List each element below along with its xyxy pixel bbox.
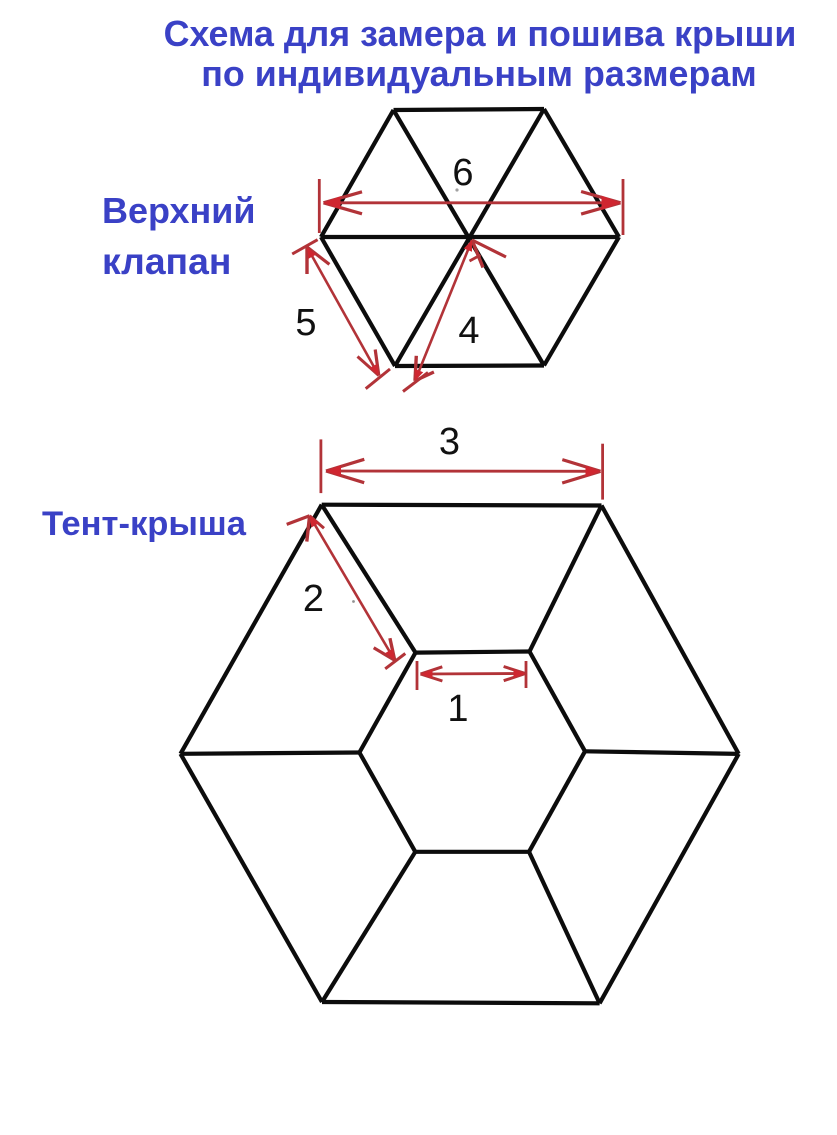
svg-text:5: 5: [295, 302, 316, 344]
svg-text:3: 3: [439, 421, 460, 463]
svg-text:4: 4: [458, 310, 479, 352]
svg-text:2: 2: [303, 578, 324, 620]
svg-text:6: 6: [452, 152, 473, 194]
svg-text:1: 1: [447, 688, 468, 730]
